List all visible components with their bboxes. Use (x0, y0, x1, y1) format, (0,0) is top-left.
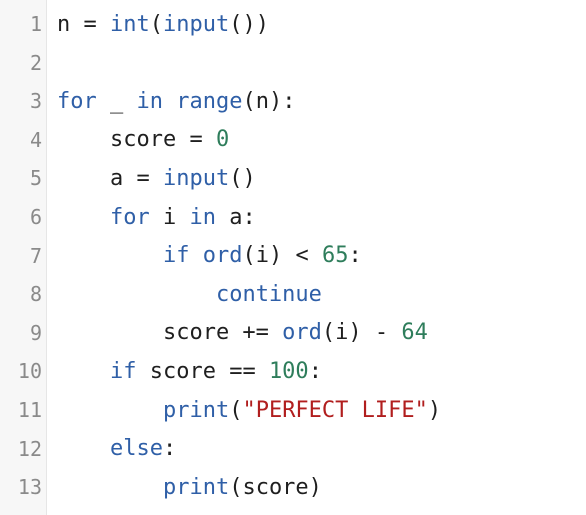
code-token-num: 0 (215, 127, 230, 153)
code-token-num: 64 (401, 320, 428, 346)
code-line[interactable]: 2 (0, 44, 586, 82)
line-number: 1 (29, 12, 42, 36)
code-token-plain: n = (57, 11, 110, 37)
code-token-plain: score += (57, 320, 283, 346)
code-token-plain (189, 243, 202, 268)
code-token-plain: a: (215, 204, 256, 230)
code-token-plain: ) (427, 397, 442, 423)
code-token-plain: : (308, 358, 322, 384)
code-token-plain (57, 436, 110, 461)
code-line[interactable]: 12 else: (0, 430, 586, 468)
code-token-kw: for (57, 88, 97, 114)
code-token-plain (57, 243, 163, 268)
code-token-kw: if (162, 243, 190, 269)
code-token-plain: (i) - (321, 320, 402, 346)
code-token-plain (57, 398, 163, 423)
code-token-plain (57, 205, 110, 230)
code-text: for i in a: (42, 205, 256, 230)
code-line[interactable]: 5 a = input() (0, 159, 586, 197)
code-token-plain (57, 282, 216, 307)
line-number: 7 (29, 243, 42, 268)
code-token-plain: ( (149, 11, 163, 37)
code-token-kw: in (189, 204, 216, 230)
code-token-fn: range (176, 88, 243, 114)
line-number: 5 (29, 166, 42, 191)
line-number: 13 (17, 475, 42, 500)
code-line[interactable]: 4 score = 0 (0, 121, 586, 159)
code-token-kw: continue (215, 281, 322, 307)
code-token-plain: ( (229, 397, 243, 423)
code-token-plain: (n): (242, 88, 296, 114)
line-number: 8 (29, 282, 42, 307)
code-line[interactable]: 13 print(score) (0, 468, 586, 506)
code-token-num: 65 (321, 243, 349, 269)
code-token-kw: if (109, 358, 137, 384)
code-token-kw: else (109, 436, 163, 462)
code-text: a = input() (42, 166, 256, 191)
code-token-plain (57, 475, 163, 500)
code-token-fn: input (162, 165, 230, 191)
code-line[interactable]: 6 for i in a: (0, 198, 586, 236)
code-line[interactable]: 7 if ord(i) < 65: (0, 237, 586, 275)
code-token-fn: print (162, 474, 230, 500)
code-text: for _ in range(n): (42, 89, 295, 114)
code-text: print("PERFECT LIFE") (42, 398, 441, 423)
code-text: continue (42, 282, 322, 307)
line-number: 11 (17, 398, 42, 422)
code-token-fn: print (162, 397, 230, 423)
line-number-gutter (0, 0, 47, 515)
code-token-plain: () (229, 165, 256, 191)
code-token-str: "PERFECT LIFE" (242, 397, 428, 423)
code-text: score += ord(i) - 64 (42, 320, 428, 345)
line-number: 4 (29, 127, 42, 152)
code-token-kw: in (136, 88, 164, 114)
code-token-plain: (i) < (242, 243, 322, 269)
code-token-plain: a = (57, 165, 163, 191)
line-number: 12 (17, 436, 42, 461)
code-line[interactable]: 8 continue (0, 275, 586, 313)
code-token-fn: ord (282, 320, 322, 346)
code-line[interactable]: 9 score += ord(i) - 64 (0, 314, 586, 352)
line-number: 10 (17, 359, 42, 384)
code-token-kw: for (109, 204, 150, 230)
code-token-plain: i (149, 204, 190, 230)
code-text: n = int(input()) (42, 12, 269, 37)
code-text: print(score) (42, 475, 322, 500)
code-token-plain: ()) (229, 11, 269, 37)
code-token-fn: int (109, 11, 150, 37)
code-line[interactable]: 10 if score == 100: (0, 352, 586, 390)
code-token-plain (57, 359, 110, 384)
code-token-plain: (score) (229, 474, 322, 500)
code-token-fn: ord (202, 243, 243, 269)
code-text: score = 0 (42, 127, 229, 152)
line-number: 9 (29, 320, 42, 345)
code-token-num: 100 (268, 358, 309, 384)
code-token-plain: : (162, 436, 177, 462)
code-token-fn: input (162, 11, 230, 37)
code-token-plain (163, 89, 176, 114)
code-token-plain: : (348, 243, 362, 269)
code-token-plain: score == (136, 358, 269, 384)
code-token-plain: _ (96, 88, 137, 114)
code-text: if score == 100: (42, 359, 322, 384)
line-number: 2 (29, 50, 42, 75)
code-token-plain: score = (57, 127, 216, 153)
code-text: if ord(i) < 65: (42, 243, 362, 268)
code-line[interactable]: 11 print("PERFECT LIFE") (0, 391, 586, 429)
line-number: 3 (29, 89, 42, 114)
code-text: else: (42, 436, 176, 461)
line-number: 6 (29, 205, 42, 229)
